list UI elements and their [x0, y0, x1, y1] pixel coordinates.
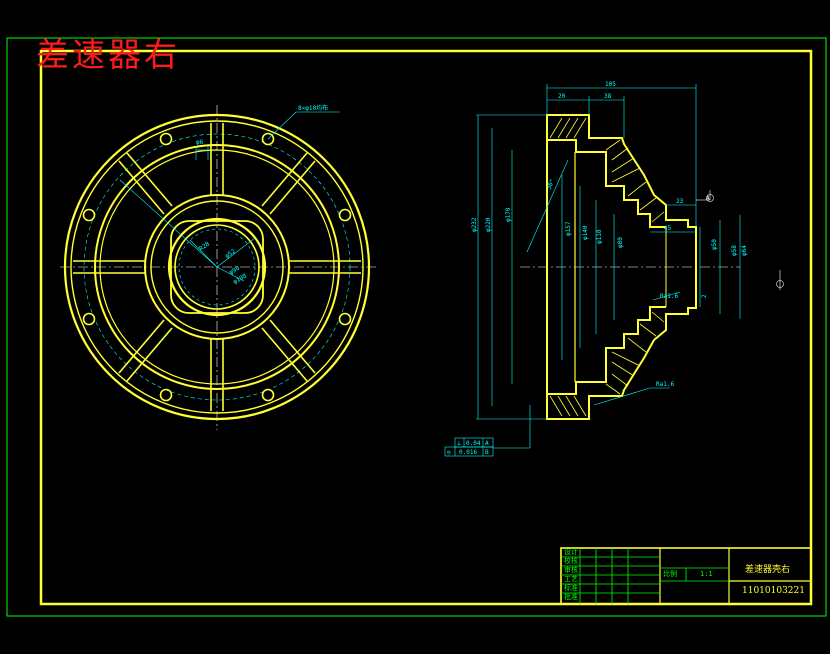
tb-row-2: 校核	[564, 557, 578, 565]
tb-row-5: 标准	[564, 584, 578, 592]
dim-dia-pilot: φ220	[485, 217, 492, 232]
outer-frame	[6, 37, 827, 617]
tb-row-1: 设计	[564, 548, 578, 556]
dim-dia-bore: φ50	[711, 239, 718, 250]
dim-dia-b: φ140	[582, 225, 589, 240]
dim-dia-a: φ157	[565, 221, 572, 236]
roughness-2: Ra1.6	[656, 381, 674, 388]
tb-scale-value: 1:1	[700, 570, 713, 578]
front-dim-4: φ90	[228, 265, 241, 277]
title-block	[560, 547, 812, 605]
dim-dia-d: φ80	[617, 237, 624, 248]
dim-angle: 30°	[545, 178, 556, 191]
tb-row-6: 批准	[564, 593, 578, 601]
tb-part-name: 差速器壳右	[745, 565, 791, 575]
dim-width-mid: 38	[604, 93, 612, 100]
dim-width-flange: 20	[558, 93, 566, 100]
tol-1-symbol: ⊥	[457, 440, 461, 447]
tb-drawing-number: 11010103221	[742, 586, 805, 596]
drawing-border	[39, 49, 813, 606]
dim-dia-bore2: φ64	[741, 245, 748, 256]
dim-dia-inner: φ170	[505, 207, 512, 222]
drawing-heading: 差速器右	[36, 35, 180, 74]
tb-row-4: 工艺	[564, 575, 578, 583]
roughness-1: Ra1.6	[660, 293, 678, 300]
dim-width-hub: 23	[676, 198, 684, 205]
front-dim-2: R28	[198, 240, 211, 252]
tb-scale-label: 比例	[663, 570, 677, 578]
front-hole-callout: 8×φ10均布	[298, 104, 328, 112]
dim-dia-c: φ110	[596, 229, 603, 244]
dim-chamfer: 2	[701, 294, 708, 298]
datum-label: A	[706, 195, 710, 202]
tol-2-datum: B	[485, 449, 489, 456]
front-dim-1: φ6	[196, 139, 204, 146]
tol-1-value: 0.04	[466, 440, 481, 447]
dim-dia-hub: φ58	[731, 245, 738, 256]
tol-2-value: 0.016	[459, 449, 477, 456]
tol-1-datum: A	[485, 440, 489, 447]
tb-row-3: 审核	[564, 566, 578, 574]
tol-2-symbol: ◎	[447, 449, 451, 456]
front-view: 8×φ10均布 φ6 R28 φ52 φ90 φ108	[60, 104, 378, 430]
dim-width-total: 105	[605, 81, 616, 88]
dim-width-hub-inner: 45	[664, 225, 672, 232]
dim-dia-outer: φ232	[471, 217, 478, 232]
section-view: 105 20 38 23 45 φ232 φ220 φ170 φ157 φ140…	[444, 81, 784, 457]
front-dim-3: φ52	[224, 248, 237, 260]
